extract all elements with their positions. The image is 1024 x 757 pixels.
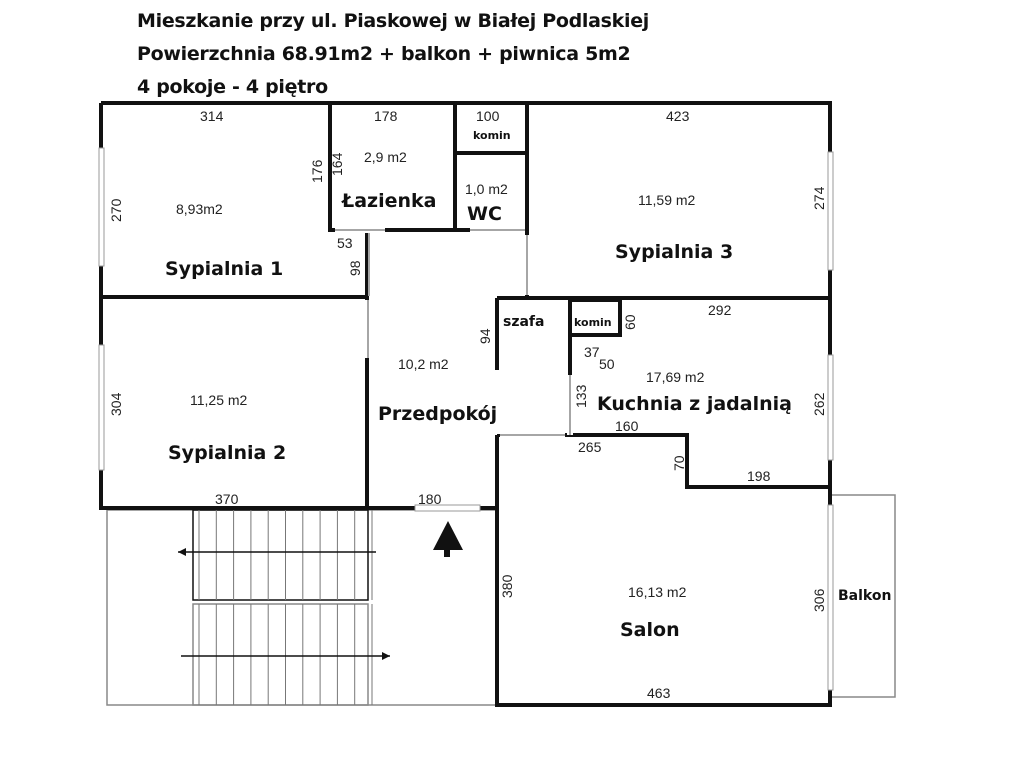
header-line-1: Mieszkanie przy ul. Piaskowej w Białej P…	[137, 10, 650, 32]
dimension: 304	[108, 392, 124, 416]
dimension: 100	[476, 108, 500, 124]
entrance-arrow-icon	[433, 521, 463, 550]
dimension: 37	[584, 344, 600, 360]
dimension: 463	[647, 685, 671, 701]
label-szafa: szafa	[503, 314, 544, 330]
dimension: 370	[215, 491, 239, 507]
dimension: 98	[347, 260, 363, 276]
room-przedpokoj: Przedpokój	[378, 403, 497, 425]
dimension: 53	[337, 235, 353, 251]
dimension: 164	[329, 152, 345, 176]
arrow-left-icon	[178, 548, 186, 556]
area-sypialnia-2: 11,25 m2	[190, 392, 248, 408]
arrow-right-icon	[382, 652, 390, 660]
header-line-2: Powierzchnia 68.91m2 + balkon + piwnica …	[137, 43, 631, 65]
area-sypialnia-3: 11,59 m2	[638, 192, 696, 208]
dimension: 380	[499, 574, 515, 598]
dimension: 176	[309, 159, 325, 183]
room-wc: WC	[467, 203, 502, 225]
dimension: 274	[811, 186, 827, 210]
dimension: 160	[615, 418, 639, 434]
room-salon: Salon	[620, 619, 680, 641]
dimension: 314	[200, 108, 224, 124]
header-line-3: 4 pokoje - 4 piętro	[137, 76, 328, 98]
dimension: 270	[108, 198, 124, 222]
area-lazienka: 2,9 m2	[364, 149, 407, 165]
dimension: 292	[708, 302, 732, 318]
window	[98, 147, 105, 267]
dimension: 178	[374, 108, 398, 124]
balcony-door	[827, 504, 834, 691]
room-sypialnia-1: Sypialnia 1	[165, 258, 283, 280]
area-przedpokoj: 10,2 m2	[398, 356, 449, 372]
dimension: 423	[666, 108, 690, 124]
dimension: 50	[599, 356, 615, 372]
area-salon: 16,13 m2	[628, 584, 687, 600]
dimension: 133	[573, 384, 589, 408]
label-komin: komin	[473, 129, 511, 142]
dimension: 60	[622, 314, 638, 330]
room-sypialnia-3: Sypialnia 3	[615, 241, 733, 263]
dimension: 180	[418, 491, 442, 507]
openings	[98, 147, 834, 691]
dimension: 306	[811, 588, 827, 612]
label-komin: komin	[574, 316, 612, 329]
room-lazienka: Łazienka	[341, 190, 436, 212]
area-sypialnia-1: 8,93m2	[176, 201, 223, 217]
dimension: 198	[747, 468, 771, 484]
area-wc: 1,0 m2	[465, 181, 508, 197]
window	[827, 354, 834, 461]
dimension: 265	[578, 439, 602, 455]
label-balkon: Balkon	[838, 588, 891, 604]
window	[827, 151, 834, 271]
walls	[99, 101, 832, 707]
staircase	[106, 509, 498, 706]
dimension: 262	[811, 392, 827, 416]
room-sypialnia-2: Sypialnia 2	[168, 442, 286, 464]
dimension: 70	[671, 455, 687, 471]
window	[98, 344, 105, 471]
area-kuchnia: 17,69 m2	[646, 369, 705, 385]
dimension: 94	[477, 328, 493, 344]
room-kuchnia: Kuchnia z jadalnią	[597, 393, 792, 415]
